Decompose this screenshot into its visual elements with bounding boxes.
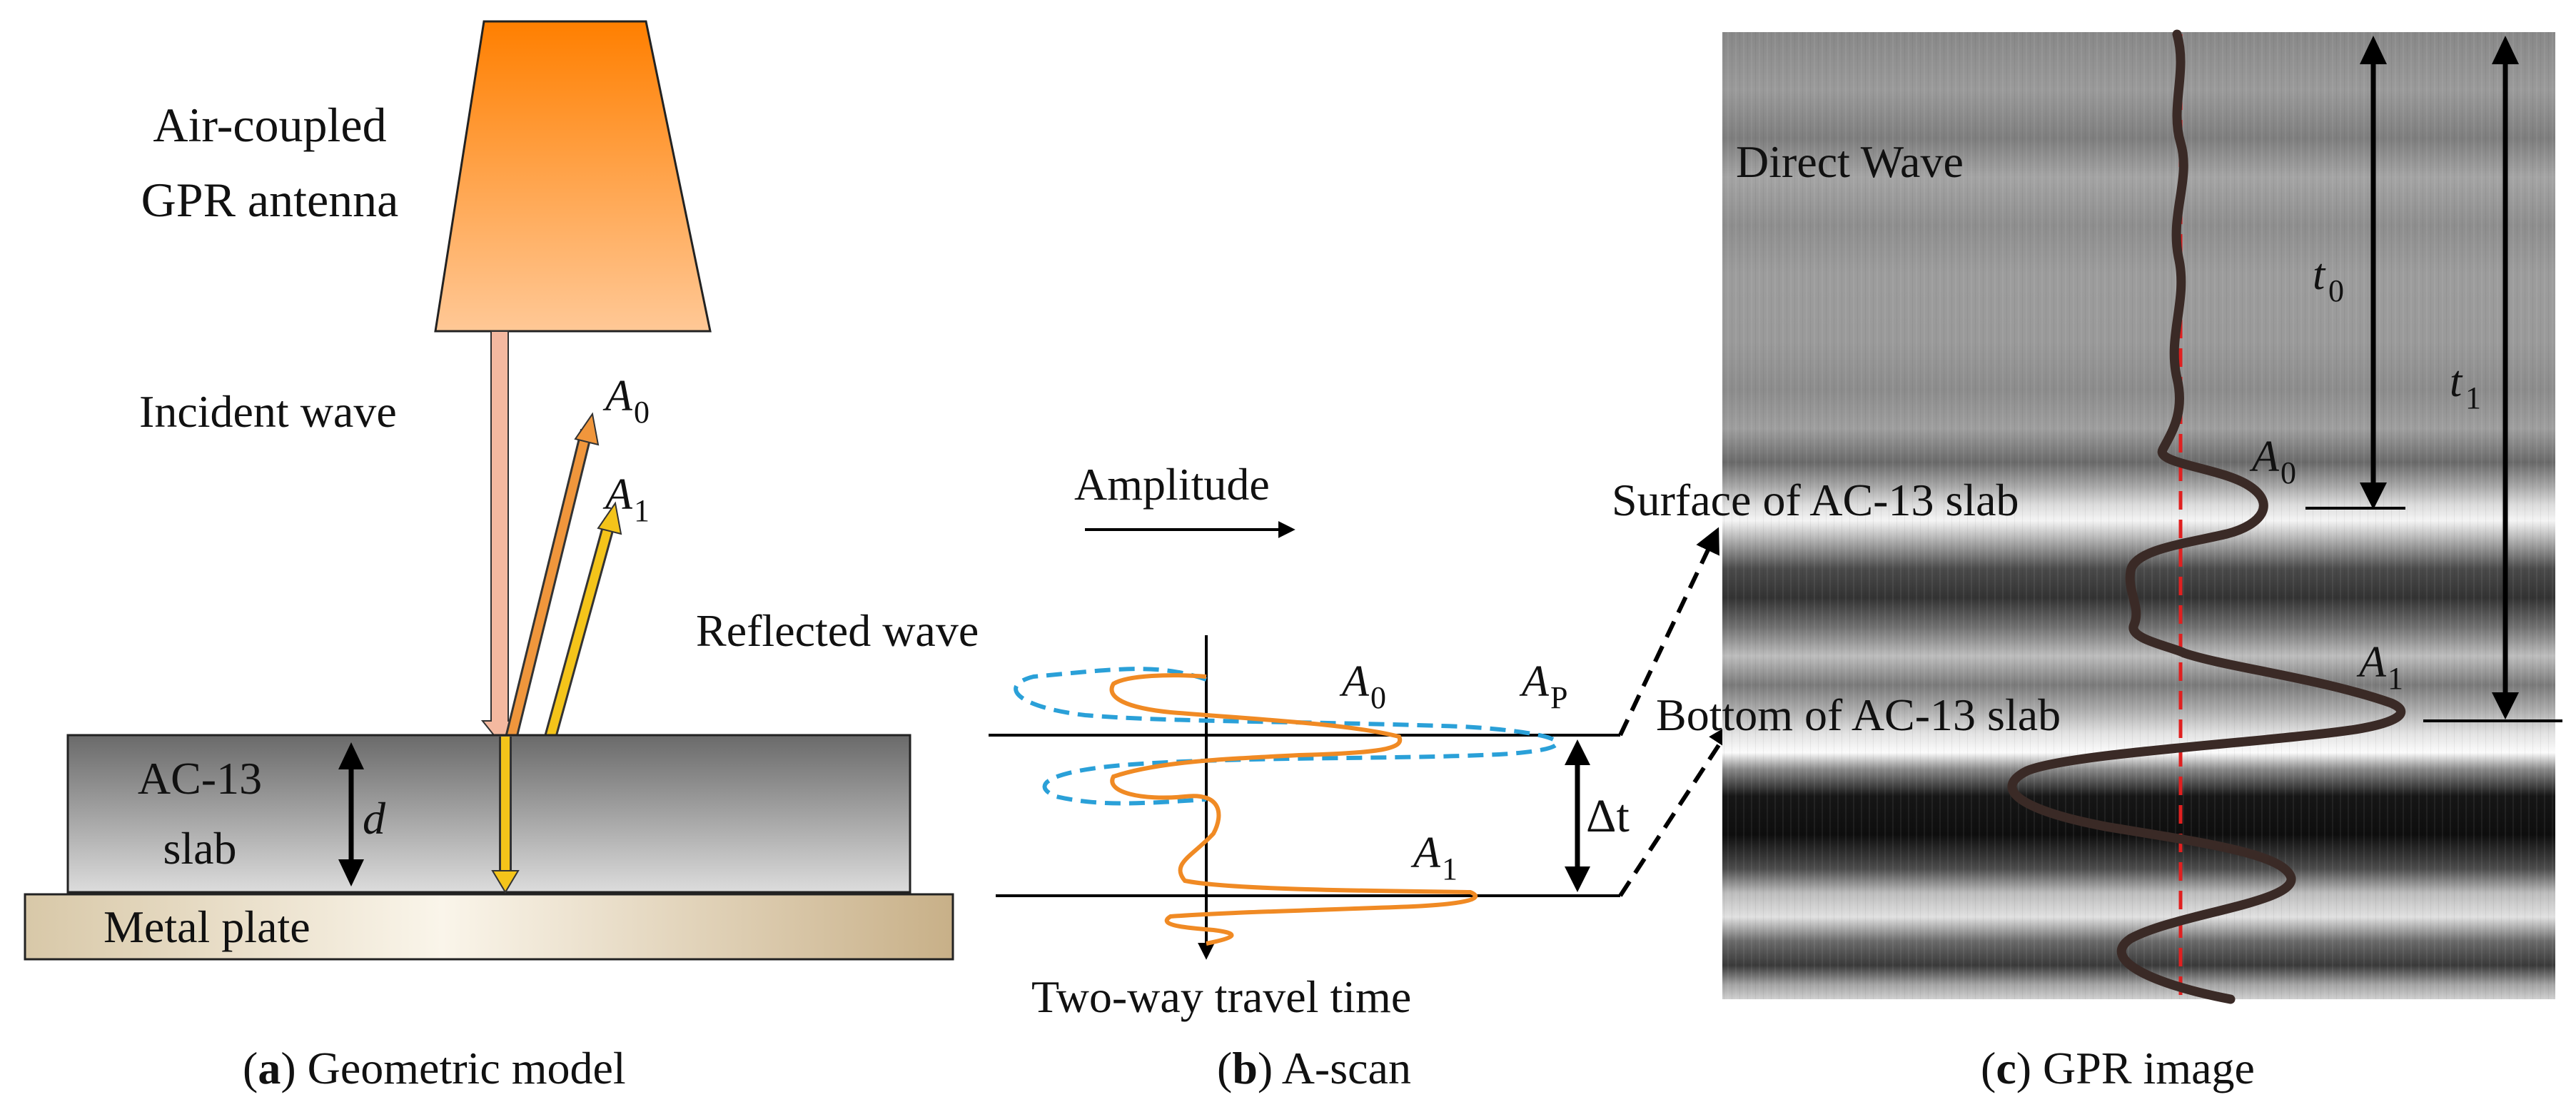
- metal-plate: [24, 893, 954, 961]
- bottom-label: Bottom of AC-13 slab: [1656, 689, 2061, 740]
- gpr-radargram-texture: [1722, 32, 2555, 999]
- panel-a-geometric-model: Air-coupled GPR antenna Incident wave A …: [24, 20, 954, 1093]
- ascan-ap-label: A: [1519, 657, 1550, 706]
- ascan-a1-subscript: 1: [1442, 851, 1458, 886]
- gpr-a1-subscript: 1: [2388, 661, 2403, 696]
- connector-arrow-surface: [1618, 527, 1719, 737]
- a0-reflected-arrow: [505, 412, 600, 737]
- transmitted-wave-arrow: [491, 737, 520, 894]
- a1-subscript: 1: [634, 493, 650, 528]
- surface-label: Surface of AC-13 slab: [1612, 475, 2019, 525]
- direct-wave-label: Direct Wave: [1736, 136, 1964, 187]
- caption-b: (b) A-scan: [1217, 1043, 1411, 1093]
- delta-t-arrow: [1565, 739, 1590, 892]
- t1-arrow: [2423, 36, 2562, 722]
- ascan-a0-label: A: [1339, 657, 1370, 706]
- a1-label: A: [602, 470, 633, 519]
- gpr-a1-label: A: [2356, 638, 2387, 687]
- gpr-antenna: [434, 20, 712, 333]
- incident-wave-label: Incident wave: [139, 386, 397, 437]
- panel-b-a-scan: Amplitude Reflected wave A 0 A P A 1 Δt …: [696, 459, 1734, 1093]
- antenna-label-line2: GPR antenna: [141, 173, 399, 227]
- gpr-trace-waveform: [2007, 29, 2406, 1004]
- incident-wave-arrow: [480, 330, 519, 744]
- connector-arrow-bottom: [1618, 722, 1734, 897]
- t1-subscript: 1: [2465, 380, 2481, 415]
- a0-label: A: [602, 372, 633, 420]
- t0-subscript: 0: [2328, 273, 2344, 308]
- ascan-waveform: [1109, 673, 1478, 946]
- a0-subscript: 0: [634, 395, 650, 430]
- t1-label: t: [2450, 358, 2463, 406]
- thickness-label: d: [363, 793, 386, 844]
- gpr-a0-subscript: 0: [2280, 455, 2296, 490]
- caption-c: (c) GPR image: [1981, 1043, 2255, 1093]
- ascan-ap-subscript: P: [1550, 680, 1567, 715]
- reflected-wave-label: Reflected wave: [696, 605, 979, 656]
- caption-a: (a) Geometric model: [243, 1043, 626, 1093]
- slab-label-line2: slab: [163, 823, 236, 874]
- t0-label: t: [2313, 251, 2326, 299]
- ascan-a1-label: A: [1410, 829, 1441, 877]
- t0-arrow: [2305, 36, 2405, 510]
- ascan-a0-subscript: 0: [1370, 680, 1386, 715]
- delta-t-label: Δt: [1586, 790, 1630, 842]
- thickness-arrow: [338, 742, 364, 886]
- time-axis-label: Two-way travel time: [1031, 971, 1411, 1022]
- ascan-peak-waveform: [1014, 667, 1560, 806]
- amplitude-label: Amplitude: [1074, 459, 1270, 510]
- antenna-label-line1: Air-coupled: [153, 98, 386, 152]
- ac13-slab: [66, 734, 911, 894]
- metal-plate-label: Metal plate: [103, 901, 310, 952]
- panel-c-gpr-image: Direct Wave Surface of AC-13 slab Bottom…: [1612, 29, 2562, 1093]
- slab-label-line1: AC-13: [138, 753, 262, 804]
- gpr-a0-label: A: [2249, 433, 2280, 481]
